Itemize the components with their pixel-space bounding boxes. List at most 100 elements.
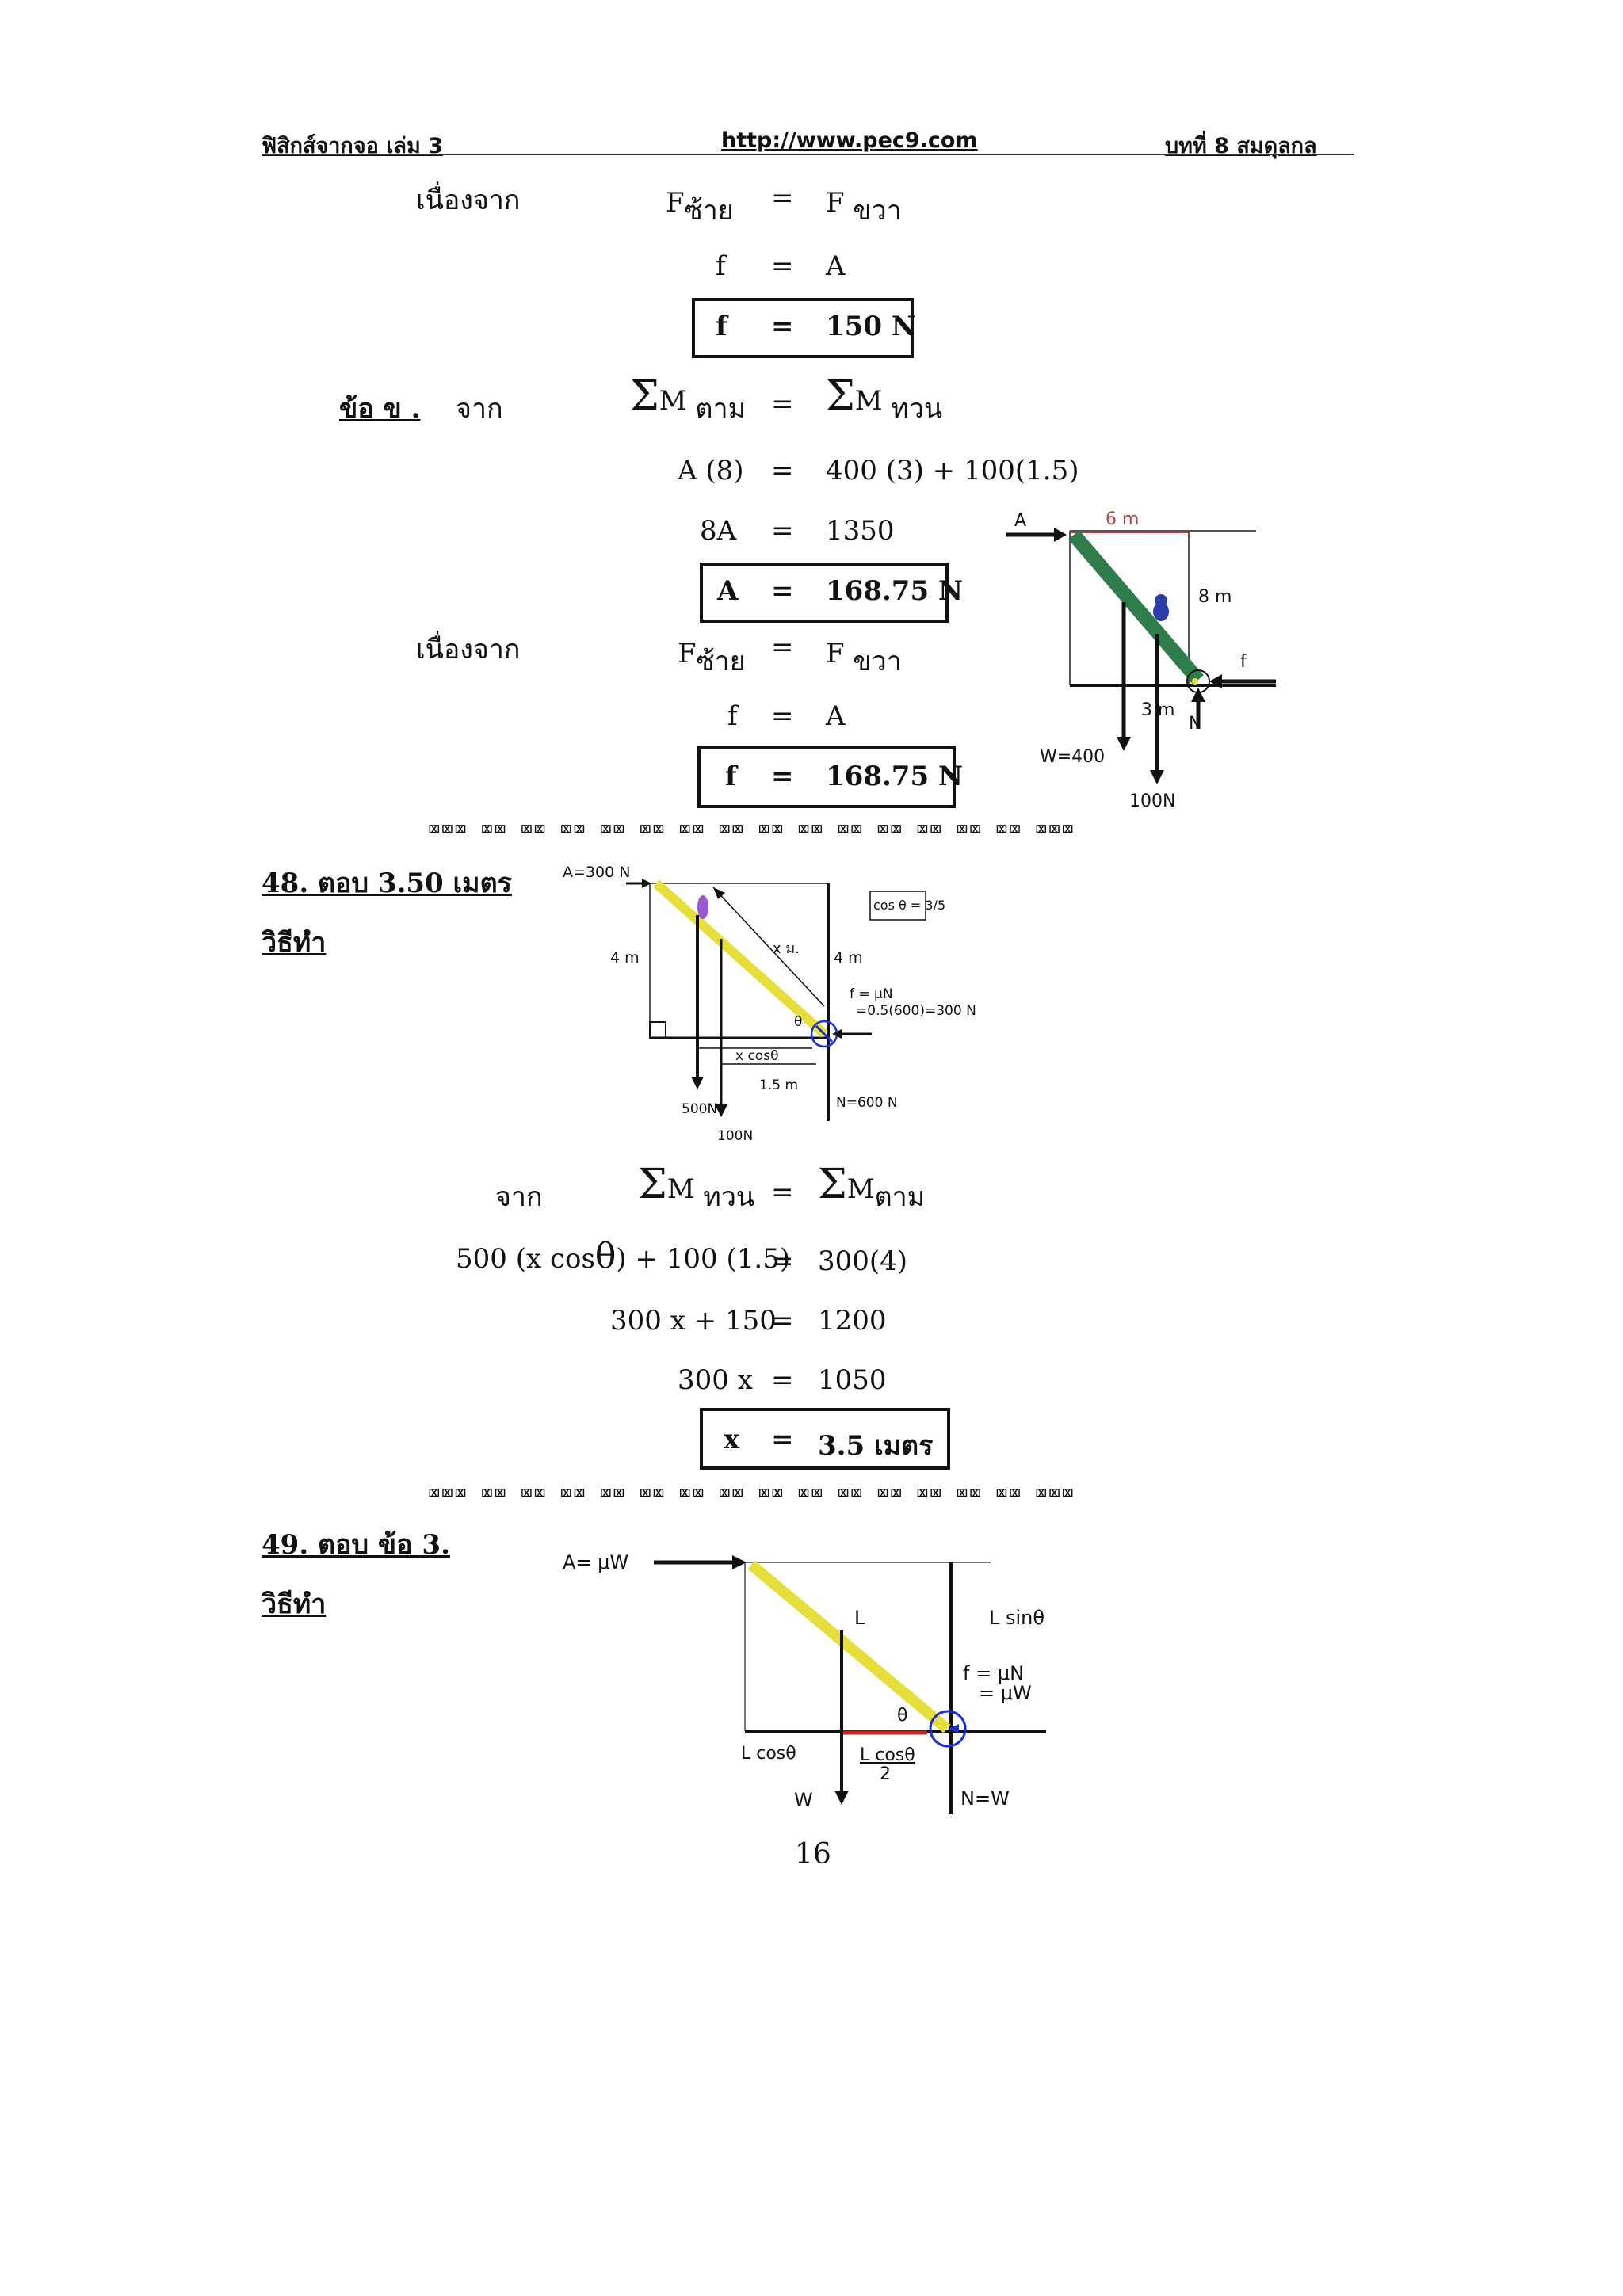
eq-lhs: 8A bbox=[700, 515, 737, 547]
label-lcos: L cosθ bbox=[741, 1744, 796, 1764]
label-friction: f bbox=[1240, 652, 1247, 672]
result-value: 3.5 เมตร bbox=[818, 1430, 934, 1462]
cos-note: cos θ = 3/5 bbox=[873, 898, 945, 913]
method-label: วิธีทำ bbox=[262, 1589, 327, 1620]
result-lhs: x bbox=[724, 1424, 740, 1455]
eq-lhs: f bbox=[727, 700, 738, 732]
ladder-diagram-3: A= μW L L sinθ f = μN = μW θ L cosθ L co… bbox=[563, 1551, 1046, 1814]
eq-sign: = bbox=[771, 388, 794, 420]
eq-lhs: 300 x bbox=[678, 1364, 753, 1396]
result-value: 168.75 N bbox=[826, 761, 964, 792]
eq-sign: = bbox=[771, 1364, 794, 1396]
eq-moment-lhs: ΣM ทวน bbox=[638, 1161, 755, 1213]
eq-sign: = bbox=[771, 182, 794, 214]
eq-sign: = bbox=[771, 631, 794, 663]
section-separator: ⌧⌧⌧ ⌧⌧ ⌧⌧ ⌧⌧ ⌧⌧ ⌧⌧ ⌧⌧ ⌧⌧ ⌧⌧ ⌧⌧ ⌧⌧ ⌧⌧ ⌧⌧ … bbox=[428, 1482, 1075, 1505]
label-left-height: 4 m bbox=[610, 949, 640, 967]
label-x-distance: x ม. bbox=[773, 940, 800, 957]
question-48-title: 48. ตอบ 3.50 เมตร bbox=[262, 868, 512, 899]
eq-moment-rhs: ΣM ทวน bbox=[826, 372, 943, 425]
label-because: เนื่องจาก bbox=[416, 185, 521, 216]
eq-rhs: A bbox=[826, 250, 846, 282]
label-weight: W=400 bbox=[1040, 747, 1105, 767]
result-sign: = bbox=[771, 311, 794, 342]
label-normal: N bbox=[1189, 714, 1201, 734]
result-value: 168.75 N bbox=[826, 575, 964, 607]
label-right-height: 4 m bbox=[834, 949, 863, 967]
label-base: 1.5 m bbox=[759, 1077, 798, 1093]
result-sign: = bbox=[771, 1424, 794, 1455]
header-url: http://www.pec9.com bbox=[721, 128, 978, 153]
eq-sign: = bbox=[771, 1177, 794, 1208]
eq-lhs: A (8) bbox=[678, 455, 744, 486]
result-lhs: f bbox=[725, 761, 737, 792]
eq-force-balance: Fซ้าย bbox=[666, 187, 734, 227]
ladder-diagram-2: A=300 N 4 m 4 m x ม. cos θ = 3/5 f = μN … bbox=[563, 864, 976, 1144]
header-rule bbox=[262, 154, 1354, 155]
eq-sign: = bbox=[771, 700, 794, 732]
label-friction: f = μN bbox=[850, 986, 893, 1002]
result-sign: = bbox=[771, 575, 794, 607]
eq-lhs: 500 (x cosθ) + 100 (1.5) bbox=[456, 1236, 791, 1276]
label-because: เนื่องจาก bbox=[416, 634, 521, 666]
label-normal: N=W bbox=[960, 1787, 1010, 1810]
eq-sign: = bbox=[771, 515, 794, 547]
label-friction-value: = μW bbox=[979, 1682, 1032, 1704]
label-load: 100N bbox=[1129, 791, 1175, 811]
eq-lhs: f bbox=[716, 250, 726, 282]
eq-moment-rhs: ΣMตาม bbox=[818, 1161, 926, 1213]
label-angle: θ bbox=[897, 1706, 907, 1726]
eq-lhs: 300 x + 150 bbox=[610, 1305, 777, 1337]
eq-rhs: F ขวา bbox=[826, 187, 902, 227]
label-weight: 500N bbox=[682, 1101, 717, 1117]
label-xcos: x cosθ bbox=[735, 1048, 778, 1064]
label-from: จาก bbox=[495, 1181, 543, 1213]
label-load: 100N bbox=[717, 1128, 753, 1144]
result-sign: = bbox=[771, 761, 794, 792]
label-width: 6 m bbox=[1106, 509, 1139, 529]
eq-rhs: 300(4) bbox=[818, 1245, 908, 1277]
label-friction: f = μN bbox=[963, 1662, 1024, 1684]
label-base: 3 m bbox=[1141, 700, 1174, 720]
label-a: A= μW bbox=[563, 1551, 628, 1573]
eq-moment-lhs: ΣM ตาม bbox=[630, 372, 746, 425]
result-box bbox=[697, 746, 956, 808]
page-number: 16 bbox=[795, 1838, 831, 1871]
eq-rhs: A bbox=[826, 700, 846, 732]
eq-sign: = bbox=[771, 455, 794, 486]
eq-rhs: 400 (3) + 100(1.5) bbox=[826, 455, 1079, 486]
header-left: ฟิสิกส์จากจอ เล่ม 3 bbox=[262, 134, 443, 158]
eq-force-balance: Fซ้าย bbox=[678, 638, 746, 677]
header-right: บทที่ 8 สมดุลกล bbox=[1165, 134, 1317, 158]
result-box bbox=[700, 563, 949, 623]
eq-sign: = bbox=[771, 1245, 794, 1277]
label-length: L bbox=[854, 1607, 865, 1629]
ladder-diagram-1: A 6 m 8 m f 3 m N W=400 100N bbox=[1006, 509, 1276, 811]
label-lcos-half: L cosθ bbox=[860, 1745, 915, 1765]
eq-rhs: F ขวา bbox=[826, 638, 902, 677]
label-from: จาก bbox=[456, 393, 503, 425]
item-label: ข้อ ข . bbox=[339, 393, 421, 425]
method-label: วิธีทำ bbox=[262, 927, 327, 959]
label-a: A=300 N bbox=[563, 864, 630, 881]
result-lhs: f bbox=[716, 311, 727, 342]
eq-rhs: 1350 bbox=[826, 515, 895, 547]
label-friction-value: =0.5(600)=300 N bbox=[856, 1003, 976, 1019]
eq-sign: = bbox=[771, 250, 794, 282]
label-normal: N=600 N bbox=[836, 1095, 898, 1111]
result-box bbox=[692, 298, 914, 358]
eq-rhs: 1200 bbox=[818, 1305, 887, 1337]
question-49-title: 49. ตอบ ข้อ 3. bbox=[262, 1529, 450, 1561]
section-separator: ⌧⌧⌧ ⌧⌧ ⌧⌧ ⌧⌧ ⌧⌧ ⌧⌧ ⌧⌧ ⌧⌧ ⌧⌧ ⌧⌧ ⌧⌧ ⌧⌧ ⌧⌧ … bbox=[428, 818, 1075, 841]
label-lcos-half-denominator: 2 bbox=[880, 1764, 891, 1784]
label-angle: θ bbox=[794, 1014, 802, 1030]
result-lhs: A bbox=[717, 575, 739, 607]
label-height: 8 m bbox=[1198, 587, 1232, 607]
eq-rhs: 1050 bbox=[818, 1364, 887, 1396]
result-box bbox=[700, 1408, 950, 1470]
label-weight: W bbox=[794, 1789, 813, 1811]
label-lsin: L sinθ bbox=[989, 1607, 1044, 1629]
eq-sign: = bbox=[771, 1305, 794, 1337]
result-value: 150 N bbox=[826, 311, 916, 342]
label-a: A bbox=[1014, 511, 1026, 531]
